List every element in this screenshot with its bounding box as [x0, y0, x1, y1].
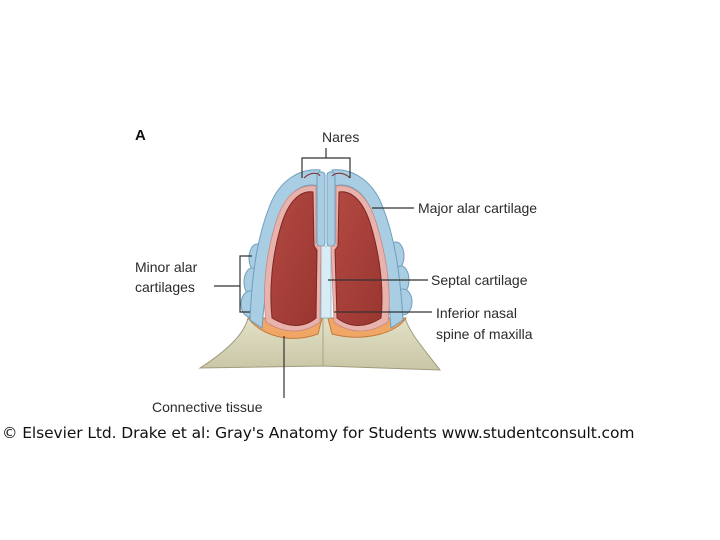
nasal-cavity-left	[270, 191, 318, 326]
copyright-credit: © Elsevier Ltd. Drake et al: Gray's Anat…	[2, 424, 635, 442]
septal-cartilage	[320, 245, 332, 319]
label-nares: Nares	[322, 129, 359, 145]
label-minor-alar-line1: Minor alar	[135, 259, 198, 275]
label-inferior-spine-line1: Inferior nasal	[436, 305, 517, 321]
medial-crus-right	[326, 171, 336, 247]
label-minor-alar-line2: cartilages	[135, 279, 195, 295]
nares-opening	[303, 172, 351, 179]
label-connective-tissue: Connective tissue	[152, 399, 263, 415]
label-inferior-spine-line2: spine of maxilla	[436, 326, 533, 342]
nares-bracket	[301, 148, 351, 178]
panel-letter: A	[135, 127, 146, 144]
label-septal-cartilage: Septal cartilage	[431, 272, 528, 288]
minor-alar-bracket	[214, 255, 252, 313]
nasal-cavity-right	[334, 191, 383, 326]
medial-crus-left	[316, 171, 326, 247]
label-major-alar-cartilage: Major alar cartilage	[418, 200, 537, 216]
